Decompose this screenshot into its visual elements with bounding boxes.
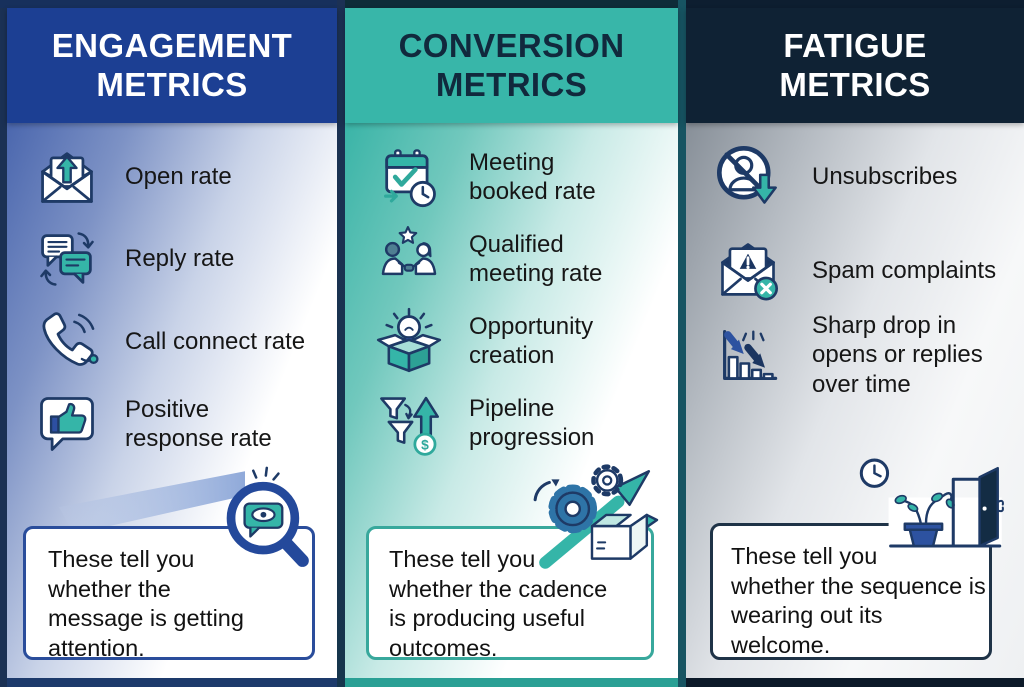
metric-label: Unsubscribes (812, 163, 958, 191)
metric-row-qualified-meeting: Qualified meeting rate (375, 225, 602, 293)
fatigue-bottom-bar (686, 678, 1024, 687)
metric-label: Sharp drop in opens or replies over time (812, 312, 983, 398)
conversion-title: CONVERSION METRICS (398, 26, 625, 103)
conversion-metrics-panel: CONVERSION METRICS (345, 8, 678, 687)
top-frame-edge (678, 0, 1024, 8)
declining-bars-arrows-icon (723, 329, 778, 380)
gears-box-growth-arrow-icon (533, 464, 659, 569)
calendar-check-clock-icon (384, 149, 436, 208)
fatigue-body: Unsubscribes (686, 123, 1024, 687)
conversion-bottom-bar (345, 678, 678, 687)
conversion-note-text: These tell you whether the cadence is pr… (389, 546, 608, 661)
fatigue-header: FATIGUE METRICS (686, 8, 1024, 123)
metric-label: Open rate (125, 163, 232, 191)
metric-row-sharp-drop: Sharp drop in opens or replies over time (714, 311, 983, 399)
metric-row-call-connect: Call connect rate (33, 308, 305, 376)
metric-label: Pipeline progression (469, 394, 595, 451)
lightbulb-open-box-icon (376, 307, 442, 373)
chat-bubbles-refresh-icon (40, 232, 94, 286)
fatigue-title: FATIGUE METRICS (779, 26, 931, 103)
column-divider (337, 0, 345, 687)
title-line: ENGAGEMENT (51, 26, 293, 64)
metric-label: Reply rate (125, 245, 235, 273)
phone-call-waves-icon (42, 312, 99, 366)
metric-label: Qualified meeting rate (469, 230, 603, 287)
thumbs-up-speech-bubble-icon (40, 397, 94, 451)
engagement-bottom-bar (7, 678, 337, 687)
engagement-header: ENGAGEMENT METRICS (7, 8, 337, 123)
engagement-note-text: These tell you whether the message is ge… (48, 546, 244, 661)
envelope-open-up-arrow-icon (41, 152, 93, 203)
title-line: METRICS (96, 65, 248, 103)
magnifier-eye-bubble-icon (226, 466, 309, 567)
metric-row-spam-complaints: Spam complaints (714, 237, 996, 305)
top-frame-edge (0, 0, 345, 8)
engagement-body: Open rate (7, 123, 337, 687)
metric-label: Opportunity creation (469, 312, 594, 369)
envelope-warning-x-icon (721, 243, 779, 301)
metric-label: Spam complaints (812, 257, 997, 285)
fatigue-note-text: These tell you whether the sequence is w… (731, 543, 986, 658)
metric-row-reply-rate: Reply rate (33, 225, 234, 293)
conversion-header: CONVERSION METRICS (345, 8, 678, 123)
metric-label: Call connect rate (125, 328, 306, 356)
metric-label: Meeting booked rate (469, 148, 596, 205)
wilted-plant-open-door-clock-icon (859, 458, 1004, 548)
metric-row-pipeline-progression: $ Pipeline progression (375, 389, 594, 457)
metric-row-open-rate: Open rate (33, 143, 232, 211)
metric-row-unsubscribes: Unsubscribes (714, 143, 957, 211)
top-frame-edge (345, 0, 678, 8)
column-divider (678, 0, 686, 687)
fatigue-metrics-panel: FATIGUE METRICS Unsubscribes (686, 8, 1024, 687)
handshake-star-icon (381, 226, 437, 276)
engagement-title: ENGAGEMENT METRICS (52, 27, 293, 104)
blocked-user-down-arrow-icon (716, 145, 777, 204)
metric-row-opportunity-creation: Opportunity creation (375, 307, 593, 375)
metric-label: Positive response rate (125, 395, 272, 452)
metric-row-meeting-booked: Meeting booked rate (375, 143, 596, 211)
svg-text:$: $ (421, 437, 429, 453)
conversion-body: Meeting booked rate (345, 123, 678, 687)
metric-row-positive-response: Positive response rate (33, 390, 272, 458)
engagement-metrics-panel: ENGAGEMENT METRICS (7, 8, 337, 687)
funnels-up-arrow-dollar-icon: $ (380, 396, 439, 456)
left-frame-edge (0, 0, 7, 687)
